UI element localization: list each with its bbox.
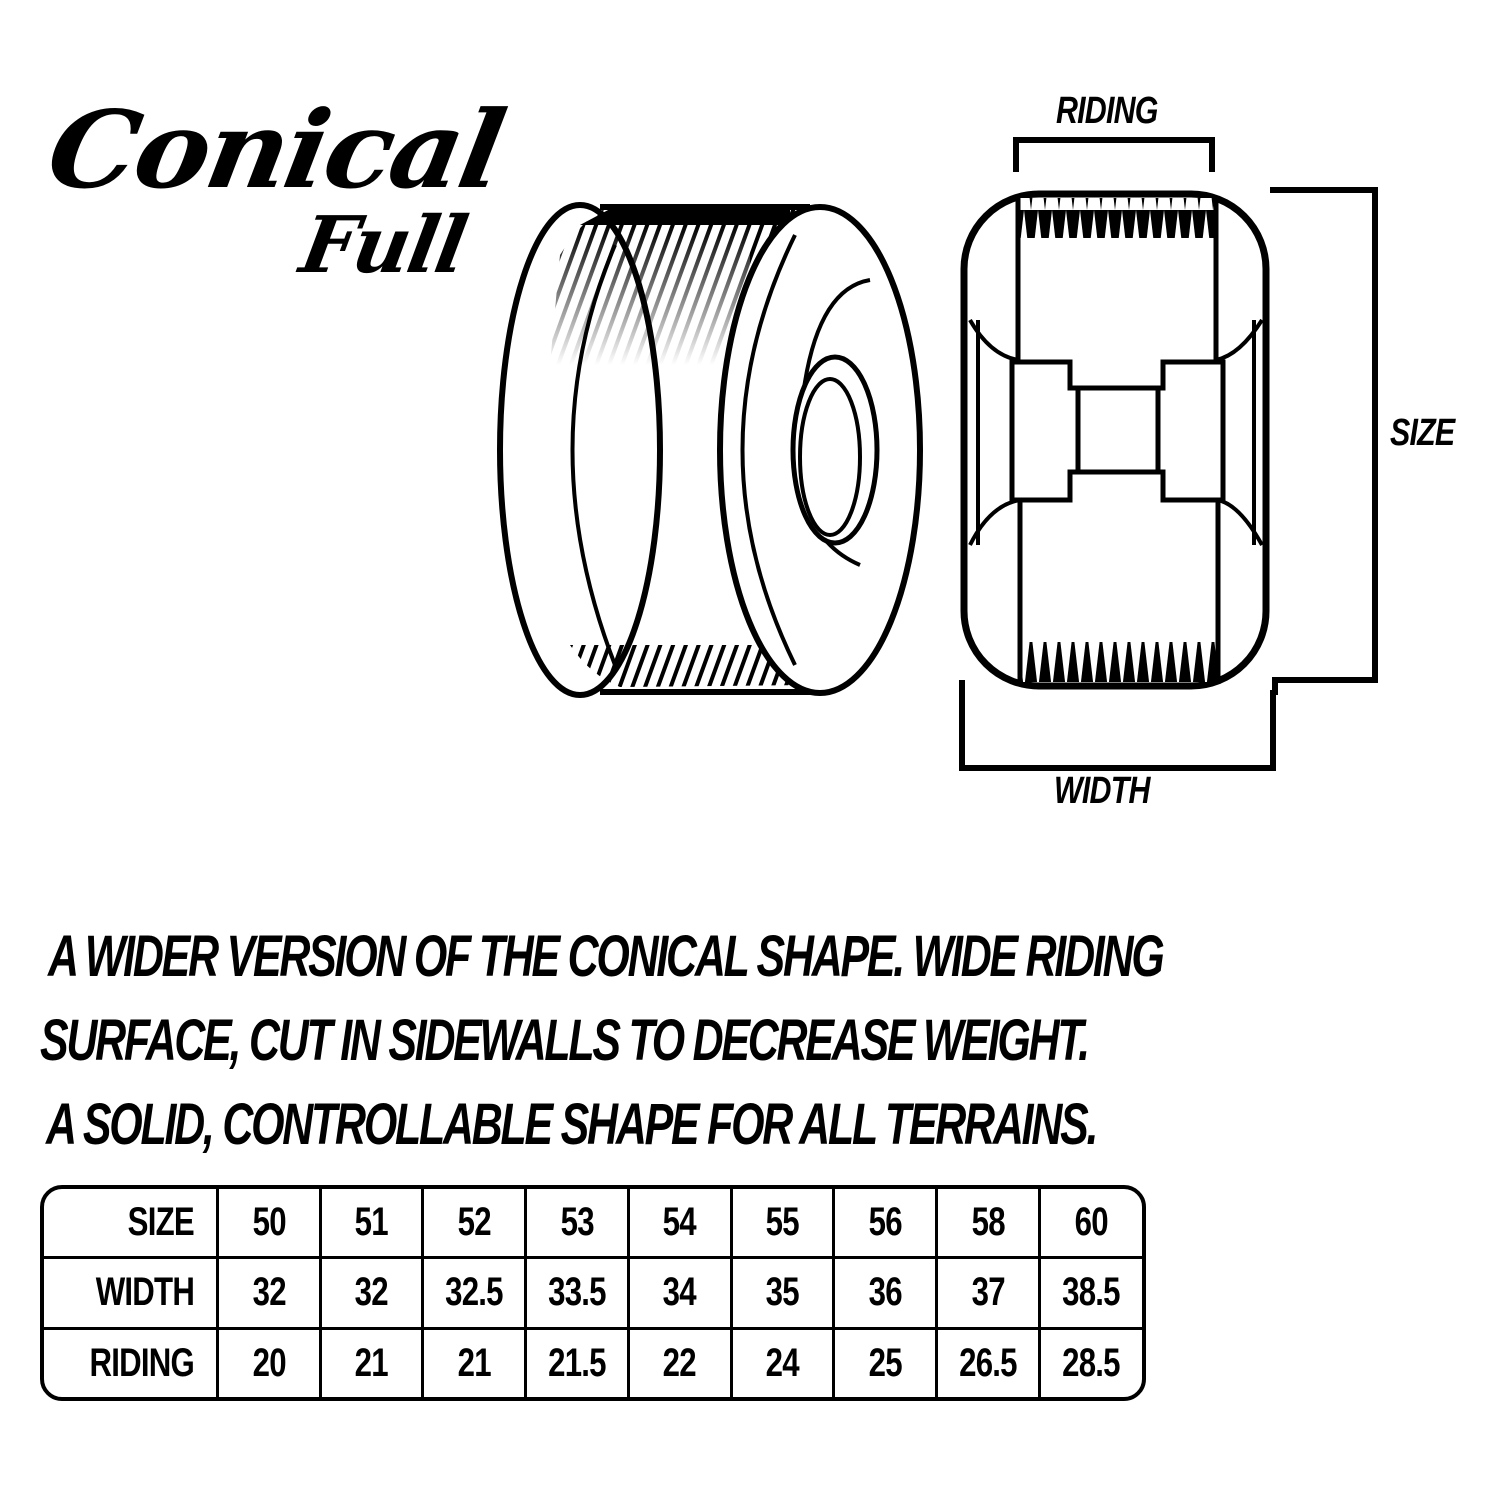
table-cell: 21.5 — [524, 1326, 630, 1397]
table-cell: 26.5 — [935, 1326, 1041, 1397]
size-table: SIZE 50 51 52 53 54 55 56 58 60 WIDTH 32… — [40, 1185, 1146, 1401]
product-title: Conical Full — [39, 88, 511, 305]
riding-label: RIDING — [1056, 90, 1158, 132]
table-cell: 21 — [421, 1326, 528, 1397]
table-cell: 32 — [318, 1256, 425, 1330]
table-cell: 34 — [626, 1256, 733, 1330]
table-cell: 25 — [832, 1326, 939, 1397]
description-line: A WIDER VERSION OF THE CONICAL SHAPE. WI… — [48, 924, 1165, 989]
wheel-profile-diagram — [959, 137, 1378, 771]
table-cell: 51 — [318, 1189, 425, 1260]
table-cell: 32.5 — [421, 1256, 528, 1330]
size-label: SIZE — [1390, 412, 1455, 454]
row-header: SIZE — [44, 1189, 219, 1260]
table-cell: 55 — [729, 1189, 836, 1260]
table-cell: 37 — [935, 1256, 1041, 1330]
description: A WIDER VERSION OF THE CONICAL SHAPE. WI… — [40, 928, 1280, 1180]
table-cell: 54 — [626, 1189, 733, 1260]
table-cell: 32 — [216, 1256, 322, 1330]
width-label: WIDTH — [1054, 770, 1150, 812]
description-line: A SOLID, CONTROLLABLE SHAPE FOR ALL TERR… — [46, 1092, 1098, 1157]
table-cell: 58 — [935, 1189, 1041, 1260]
table-cell: 24 — [729, 1326, 836, 1397]
table-row-riding: RIDING 20 21 21 21.5 22 24 25 26.5 28.5 — [44, 1326, 1142, 1397]
table-cell: 21 — [318, 1326, 425, 1397]
table-cell: 28.5 — [1037, 1326, 1142, 1397]
table-cell: 35 — [729, 1256, 836, 1330]
title-conical: Conical — [39, 88, 512, 213]
title-full: Full — [294, 200, 473, 291]
table-cell: 50 — [216, 1189, 322, 1260]
table-cell: 36 — [832, 1256, 939, 1330]
table-cell: 60 — [1037, 1189, 1142, 1260]
row-header: WIDTH — [44, 1256, 219, 1330]
table-cell: 20 — [216, 1326, 322, 1397]
description-line: SURFACE, CUT IN SIDEWALLS TO DECREASE WE… — [40, 1008, 1090, 1073]
table-cell: 53 — [524, 1189, 630, 1260]
row-header: RIDING — [44, 1326, 219, 1397]
table-cell: 22 — [626, 1326, 733, 1397]
table-row-width: WIDTH 32 32 32.5 33.5 34 35 36 37 38.5 — [44, 1256, 1142, 1330]
table-cell: 52 — [421, 1189, 528, 1260]
table-cell: 56 — [832, 1189, 939, 1260]
table-cell: 38.5 — [1037, 1256, 1142, 1330]
wheel-perspective-illustration — [497, 202, 923, 698]
table-cell: 33.5 — [524, 1256, 630, 1330]
table-row-size: SIZE 50 51 52 53 54 55 56 58 60 — [44, 1189, 1142, 1260]
